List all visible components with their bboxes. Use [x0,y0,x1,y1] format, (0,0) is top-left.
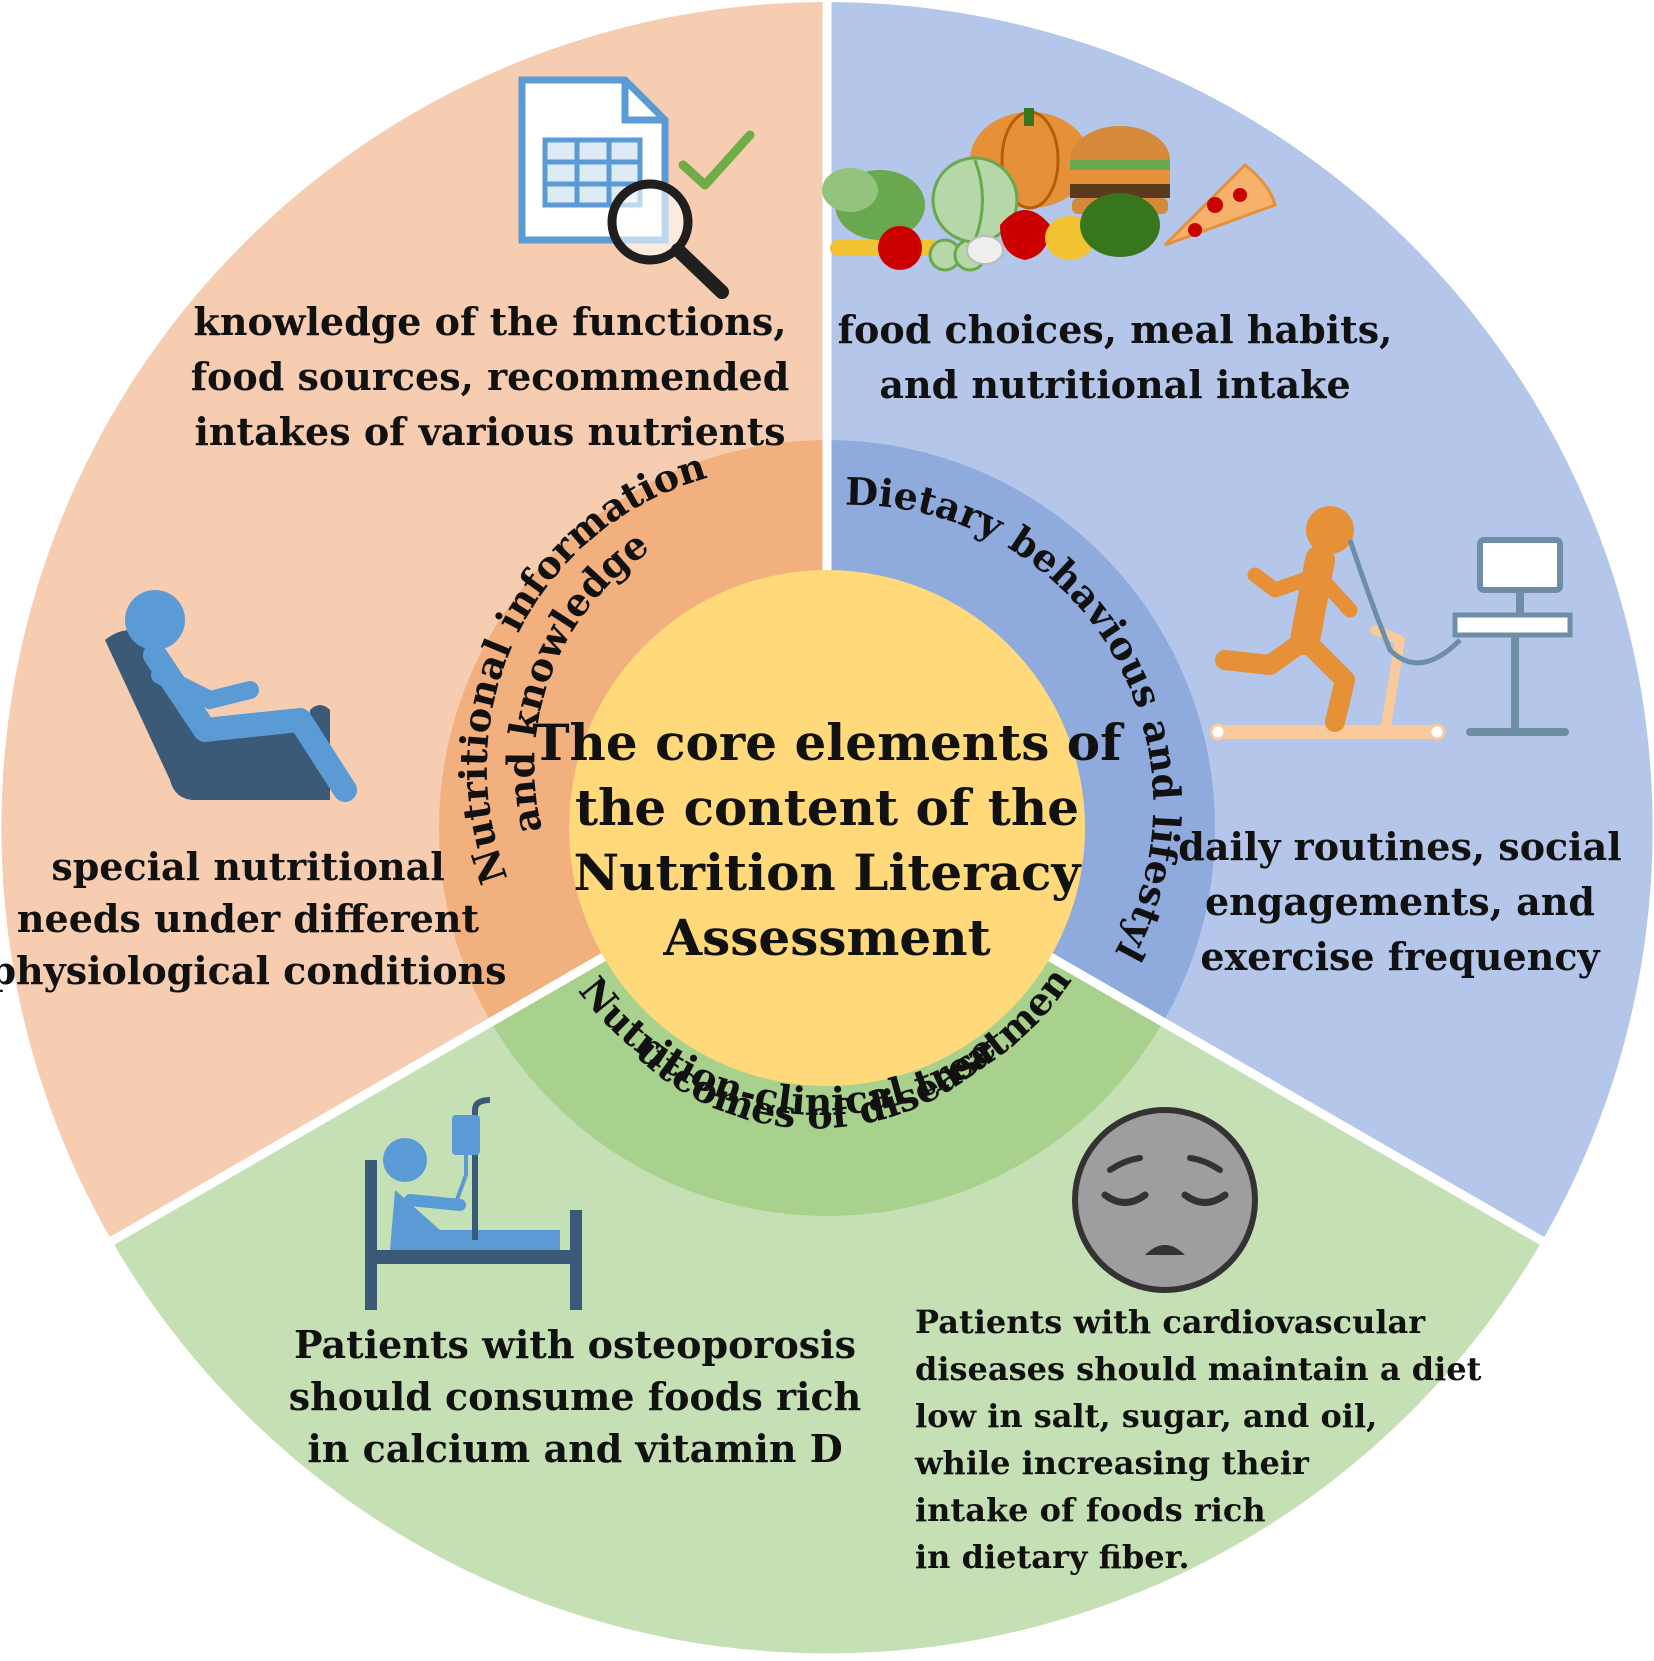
clinical-right-line-6: in dietary fiber. [915,1538,1190,1576]
clinical-left-line-3: in calcium and vitamin D [307,1426,842,1471]
clinical-right-line-1: Patients with cardiovascular [915,1303,1426,1341]
center-line-4: Assessment [662,908,990,967]
center-line-1: The core elements of [532,713,1125,772]
center-line-2: the content of the [575,778,1079,837]
treadmill-test-icon [1209,506,1573,741]
behavior-right-line-2: engagements, and [1205,879,1595,924]
clinical-sector [112,828,1542,1654]
clinical-right-line-2: diseases should maintain a diet [915,1350,1482,1388]
behavior-top-line-1: food choices, meal habits, [838,307,1393,352]
food-icon [822,108,1277,272]
knowledge-top-text: knowledge of the functions, food sources… [191,299,790,454]
knowledge-left-line-2: needs under different [17,896,480,941]
knowledge-top-line-1: knowledge of the functions, [193,299,786,344]
clinical-right-line-3: low in salt, sugar, and oil, [915,1397,1377,1435]
knowledge-left-text: special nutritional needs under differen… [0,844,507,993]
center-line-3: Nutrition Literacy [574,843,1083,902]
knowledge-left-line-1: special nutritional [51,844,444,889]
behavior-right-text: daily routines, social engagements, and … [1178,824,1621,979]
knowledge-top-line-3: intakes of various nutrients [194,409,785,454]
sad-face-icon [1072,1107,1258,1293]
knowledge-top-line-2: food sources, recommended [191,354,790,399]
clinical-right-line-4: while increasing their [914,1444,1310,1482]
clinical-right-line-5: intake of foods rich [915,1491,1266,1529]
behavior-right-line-1: daily routines, social [1178,824,1621,869]
clinical-left-line-1: Patients with osteoporosis [294,1322,856,1367]
behavior-top-text: food choices, meal habits, and nutrition… [838,307,1393,407]
hospital-bed-icon [365,1097,582,1310]
clinical-left-line-2: should consume foods rich [289,1374,861,1419]
recliner-icon [105,590,357,802]
center-title: The core elements of the content of the … [532,713,1125,967]
behavior-top-line-2: and nutritional intake [879,362,1350,407]
spreadsheet-search-icon [518,76,755,299]
clinical-left-text: Patients with osteoporosis should consum… [289,1322,861,1471]
knowledge-left-line-3: physiological conditions [0,948,507,993]
clinical-right-text: Patients with cardiovascular diseases sh… [914,1303,1482,1576]
center-circle [569,570,1085,1086]
behavior-right-line-3: exercise frequency [1200,934,1600,979]
